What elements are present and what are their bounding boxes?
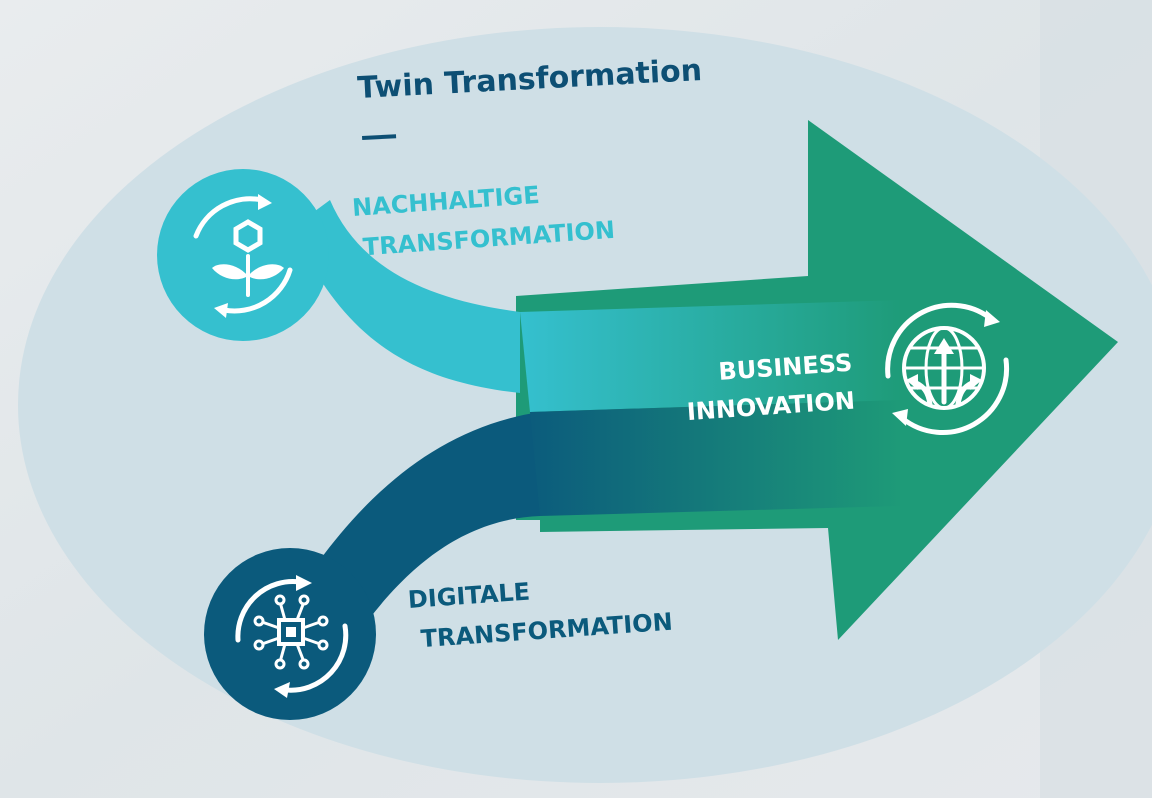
sustainable-circle [157, 169, 329, 341]
chip-circuit-cycle-icon [235, 575, 349, 698]
plant-hexagon-cycle-icon [193, 194, 293, 318]
sustainable-flow [292, 200, 520, 393]
globe-arrows-cycle-icon [885, 302, 1010, 435]
title-underline [362, 134, 397, 140]
blend-overlay [520, 298, 905, 516]
